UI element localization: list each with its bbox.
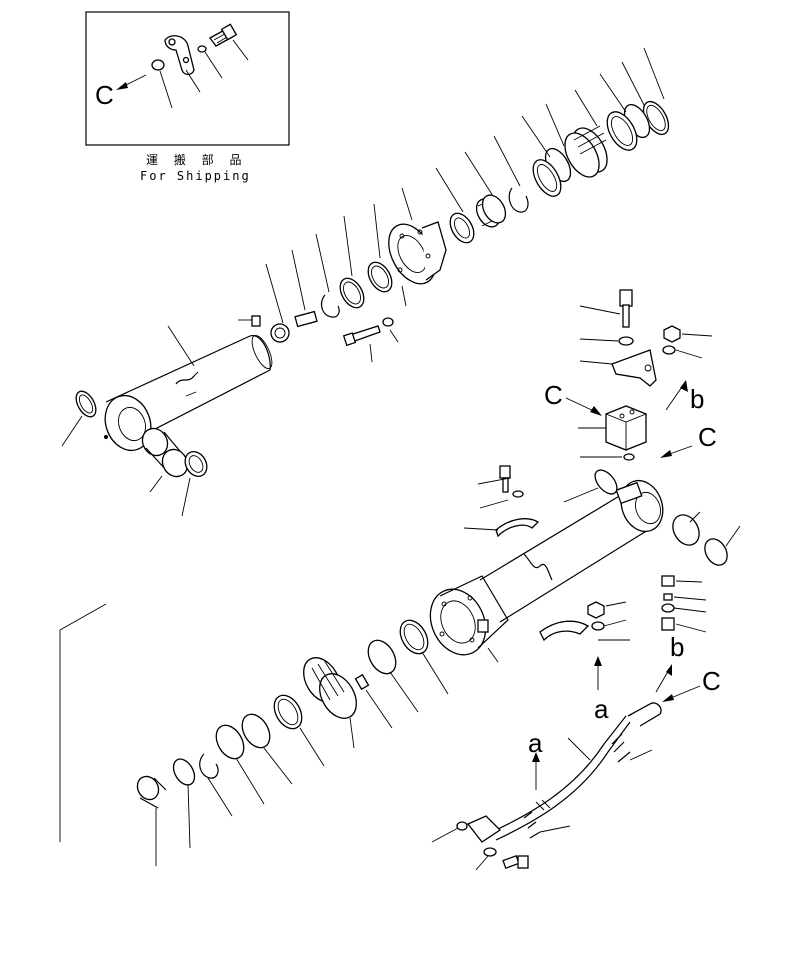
shipping-caption-en: For Shipping	[140, 169, 251, 183]
callout-c-upper: C	[544, 380, 563, 410]
upper-sleeve	[475, 194, 507, 228]
upper-bushing	[564, 125, 608, 178]
inset-ring	[151, 59, 165, 71]
hose-assembly	[431, 702, 662, 871]
callout-b-upper: b	[690, 384, 704, 414]
shipping-caption-jp: 運 搬 部 品	[146, 152, 247, 167]
inset-washer	[197, 45, 207, 53]
piston	[303, 657, 357, 719]
head-bolt	[342, 317, 394, 347]
shipping-inset: C	[85, 11, 290, 146]
lock-washer	[270, 323, 290, 343]
cylinder-tube	[429, 465, 741, 663]
lower-ring-row	[136, 619, 449, 866]
inset-callout-c: C	[95, 80, 114, 110]
frame-leader	[59, 603, 107, 842]
inset-bolt	[209, 23, 238, 47]
inset-clamp	[164, 35, 195, 76]
callout-b-lower: b	[670, 632, 684, 662]
cylinder-head	[388, 221, 447, 285]
callout-c-right: C	[698, 422, 717, 452]
callout-arrows: C b C a b C a	[528, 380, 721, 790]
mount-bracket	[578, 289, 713, 461]
inset-arrow	[116, 82, 128, 90]
callout-a-hose: a	[528, 728, 543, 758]
lower-clamp	[539, 575, 707, 642]
callout-a-lower: a	[594, 694, 609, 724]
callout-c-hose: C	[702, 666, 721, 696]
piston-nut	[136, 775, 167, 809]
stud	[294, 310, 318, 328]
rod-bushing	[141, 427, 189, 478]
upper-ring-row	[238, 47, 670, 363]
piston-rod	[61, 325, 273, 517]
